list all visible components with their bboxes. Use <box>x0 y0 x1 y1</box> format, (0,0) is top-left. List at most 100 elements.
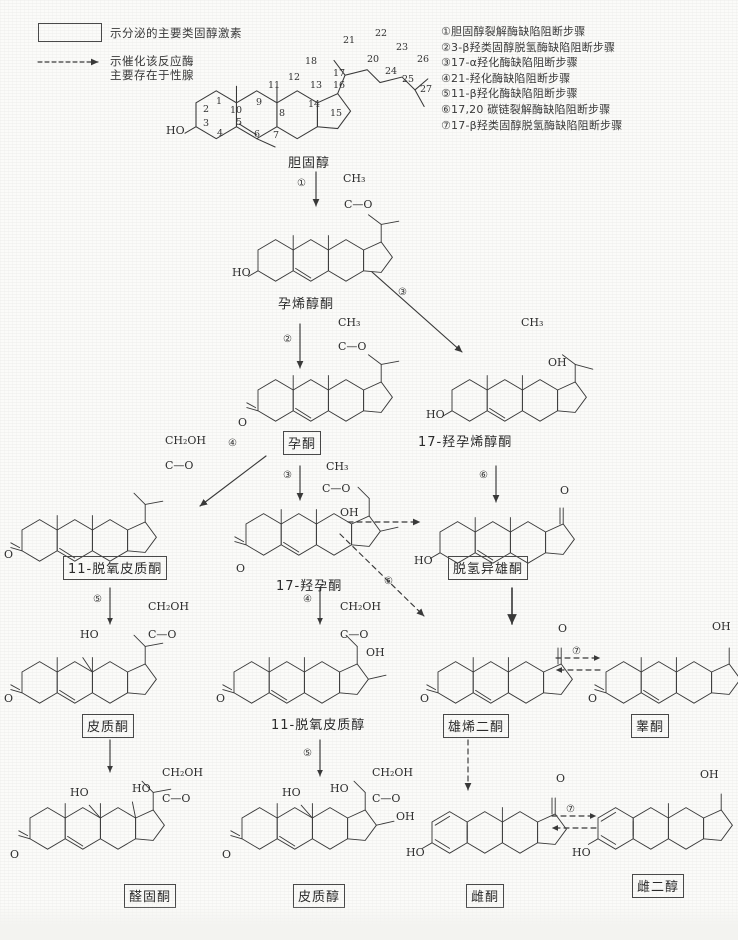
hydroxyprogesterone-o-label: O <box>236 562 246 575</box>
aldosterone-ho2-label: HO <box>132 782 151 795</box>
hydroxypregnenolone-ho-label: HO <box>426 408 445 421</box>
deoxycortisol-ch2oh-label: CH₂OH <box>340 600 382 613</box>
compound-label-cholesterol: 胆固醇 <box>288 156 331 171</box>
compound-label-estradiol: 雌二醇 <box>632 874 685 898</box>
deoxycortisol-oh-label: OH <box>366 646 385 659</box>
carbon-number-17: 17 <box>333 68 346 79</box>
testosterone-o-label: O <box>588 692 598 705</box>
step-marker-4-down: ④ <box>303 594 312 605</box>
arrow-step-6-dashed <box>339 533 425 617</box>
step-marker-3-down: ③ <box>283 470 292 481</box>
compound-label-progesterone: 孕酮 <box>283 431 322 455</box>
step-marker-6-dashed: ⑥ <box>384 576 393 587</box>
hydroxypregnenolone-oh-label: OH <box>548 356 567 369</box>
pregnenolone-ho-label: HO <box>232 266 251 279</box>
arrow-step-3-diagonal <box>371 271 463 353</box>
cortisol-ch2oh-label: CH₂OH <box>372 766 414 779</box>
legend-box-swatch <box>38 23 102 42</box>
deoxycortisol-structure <box>222 634 387 704</box>
carbon-number-21: 21 <box>343 35 356 46</box>
carbon-number-25: 25 <box>402 74 415 85</box>
carbon-number-11: 11 <box>268 80 281 91</box>
deoxycorticosterone-ch2oh-label: CH₂OH <box>165 434 207 447</box>
cholesterol-ho-label: HO <box>166 124 185 137</box>
enzyme-defect-item-1: ①胆固醇裂解酶缺陷阻断步骤 <box>441 25 586 38</box>
estrone-structure <box>421 797 567 854</box>
compound-label-testosterone: 睾酮 <box>631 714 670 738</box>
compound-label-dehydroepiandrosterone: 脱氢异雄酮 <box>448 556 529 580</box>
enzyme-defect-item-7: ⑦17-β羟类固醇脱氢酶缺陷阻断步骤 <box>441 118 623 132</box>
carbon-number-7: 7 <box>273 130 280 141</box>
step-marker-5-left: ⑤ <box>93 594 102 605</box>
carbon-number-3: 3 <box>203 118 210 129</box>
pregnenolone-co-label: C—O <box>344 198 373 211</box>
compound-label-hydroxypregnenolone: 17-羟孕烯醇酮 <box>418 435 513 450</box>
deoxycorticosterone-structure <box>10 492 164 562</box>
hydroxyprogesterone-co-label: C—O <box>322 482 351 495</box>
aldosterone-o-label: O <box>10 848 20 861</box>
carbon-number-13: 13 <box>310 80 323 91</box>
step-marker-1: ① <box>297 178 306 189</box>
testosterone-structure <box>594 647 738 704</box>
carbon-number-4: 4 <box>217 128 224 139</box>
carbon-number-26: 26 <box>417 54 430 65</box>
page-bottom-fade <box>0 905 738 940</box>
cortisol-co-label: C—O <box>372 792 401 805</box>
estrone-ho-label: HO <box>406 846 425 859</box>
aldosterone-structure <box>18 780 172 850</box>
carbon-number-8: 8 <box>279 108 286 119</box>
compound-label-deoxycorticosterone: 11-脱氧皮质酮 <box>63 556 168 580</box>
aldosterone-co-label: C—O <box>162 792 191 805</box>
enzyme-defect-item-6: ⑥17,20 碳链裂解酶缺陷阻断步骤 <box>441 102 611 116</box>
androstenedione-ring-o-label: O <box>420 692 430 705</box>
enzyme-defect-list: ①胆固醇裂解酶缺陷阻断步骤 ②3-β羟类固醇脱氢酶缺陷阻断步骤 ③17-α羟化酶… <box>441 24 622 133</box>
estradiol-structure <box>587 793 733 850</box>
carbon-number-12: 12 <box>288 72 301 83</box>
carbon-number-5: 5 <box>236 117 243 128</box>
cortisol-structure <box>230 780 395 850</box>
deoxycorticosterone-co-label: C—O <box>165 459 194 472</box>
estrone-o-label: O <box>556 772 566 785</box>
compound-label-corticosterone: 皮质酮 <box>82 714 135 738</box>
arrow-step-7-upper <box>555 655 601 673</box>
carbon-number-15: 15 <box>330 108 343 119</box>
step-marker-4-left: ④ <box>228 438 237 449</box>
cortisol-ho2-label: HO <box>330 782 349 795</box>
cholesterol-structure <box>184 59 429 148</box>
enzyme-defect-item-2: ②3-β羟类固醇脱氢酶缺陷阻断步骤 <box>441 40 616 54</box>
estradiol-ho-label: HO <box>572 846 591 859</box>
aldosterone-ch2oh-label: CH₂OH <box>162 766 204 779</box>
carbon-number-24: 24 <box>385 66 398 77</box>
aldosterone-ho-label: HO <box>70 786 89 799</box>
androstenedione-o-label: O <box>558 622 568 635</box>
carbon-number-1: 1 <box>216 96 223 107</box>
compound-label-pregnenolone: 孕烯醇酮 <box>278 297 335 312</box>
carbon-number-14: 14 <box>308 99 321 110</box>
carbon-number-10: 10 <box>230 105 243 116</box>
cortisol-o-label: O <box>222 848 232 861</box>
dhea-o-label: O <box>560 484 570 497</box>
progesterone-ch3-label: CH₃ <box>338 316 361 329</box>
cortisol-ho-label: HO <box>282 786 301 799</box>
cortisol-oh-label: OH <box>396 810 415 823</box>
deoxycortisol-o-label: O <box>216 692 226 705</box>
hydroxypregnenolone-ch3-label: CH₃ <box>521 316 544 329</box>
hydroxyprogesterone-structure <box>234 486 399 556</box>
arrow-step-4-left <box>199 455 267 507</box>
estradiol-oh-label: OH <box>700 768 719 781</box>
testosterone-oh-label: OH <box>712 620 731 633</box>
step-marker-5-right: ⑤ <box>303 748 312 759</box>
corticosterone-co-label: C—O <box>148 628 177 641</box>
carbon-number-16: 16 <box>333 80 346 91</box>
deoxycortisol-co-label: C—O <box>340 628 369 641</box>
step-marker-6-down: ⑥ <box>479 470 488 481</box>
pregnenolone-structure <box>247 214 400 282</box>
compound-label-deoxycortisol: 11-脱氧皮质醇 <box>271 718 366 733</box>
hydroxyprogesterone-ch3-label: CH₃ <box>326 460 349 473</box>
androstenedione-structure <box>426 647 573 704</box>
carbon-number-2: 2 <box>203 104 210 115</box>
corticosterone-structure <box>10 634 164 704</box>
hydroxypregnenolone-structure <box>441 354 594 422</box>
